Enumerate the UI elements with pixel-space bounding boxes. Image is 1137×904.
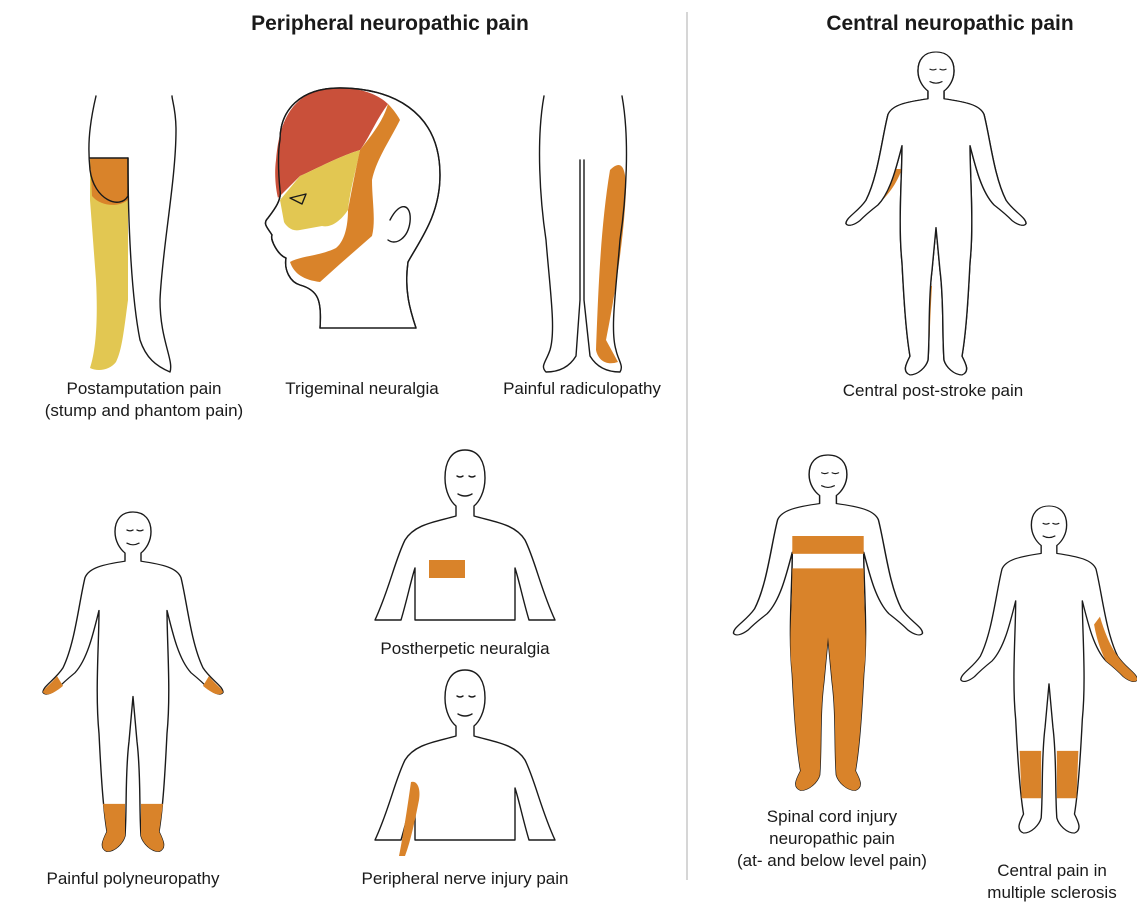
trigeminal-illustration bbox=[265, 88, 440, 328]
polyneuropathy-illustration bbox=[43, 512, 223, 851]
trigeminal-caption: Trigeminal neuralgia bbox=[285, 378, 438, 400]
postamputation-caption: Postamputation pain (stump and phantom p… bbox=[45, 378, 243, 422]
postamputation-illustration bbox=[89, 96, 176, 372]
peripheral-nerve-injury-illustration bbox=[375, 670, 555, 856]
central-post-stroke-illustration bbox=[846, 52, 1026, 375]
polyneuropathy-caption: Painful polyneuropathy bbox=[47, 868, 220, 890]
postherpetic-caption: Postherpetic neuralgia bbox=[380, 638, 549, 660]
spinal-cord-caption: Spinal cord injury neuropathic pain (at-… bbox=[737, 806, 927, 872]
spinal-cord-illustration bbox=[734, 455, 923, 790]
postherpetic-illustration bbox=[375, 450, 555, 620]
radiculopathy-caption: Painful radiculopathy bbox=[503, 378, 661, 400]
central-heading: Central neuropathic pain bbox=[790, 12, 1110, 36]
central-post-stroke-caption: Central post-stroke pain bbox=[843, 380, 1023, 402]
peripheral-heading: Peripheral neuropathic pain bbox=[200, 12, 580, 36]
multiple-sclerosis-illustration bbox=[961, 506, 1137, 833]
peripheral-nerve-injury-caption: Peripheral nerve injury pain bbox=[362, 868, 569, 890]
radiculopathy-illustration bbox=[540, 96, 627, 372]
multiple-sclerosis-caption: Central pain in multiple sclerosis bbox=[987, 860, 1116, 904]
